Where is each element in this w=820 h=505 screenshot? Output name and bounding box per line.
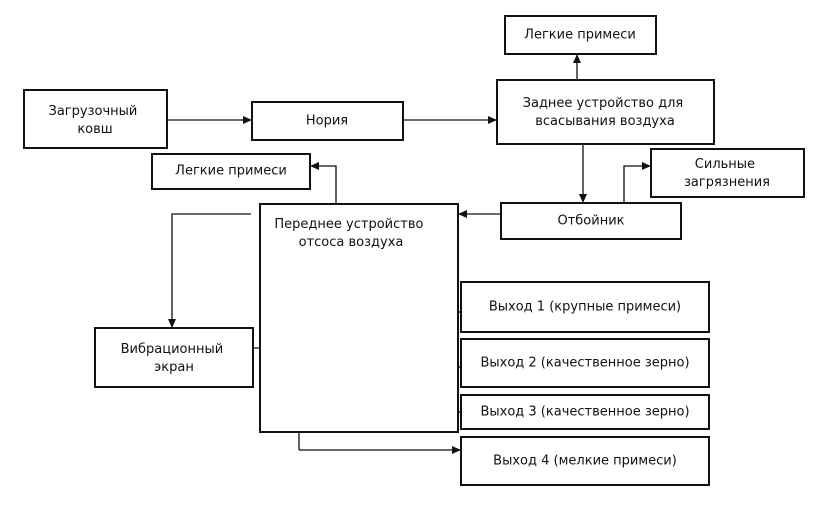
deflector-label: Отбойник <box>557 214 624 229</box>
heavy-contamination-label: Сильные загрязнения <box>684 157 770 190</box>
vibro-screen-label: Вибрационный экран <box>121 342 228 375</box>
front-suction-label: Переднее устройство отсоса воздуха <box>274 217 427 250</box>
rear-suction-box <box>496 79 715 145</box>
output-4-label: Выход 4 (мелкие примеси) <box>493 454 677 469</box>
output-4-box <box>460 436 710 486</box>
noria-label: Нория <box>306 114 348 129</box>
rear-suction-label: Заднее устройство для всасывания воздуха <box>523 96 688 129</box>
heavy-contamination-box <box>650 148 805 198</box>
output-3-box <box>460 394 710 430</box>
output-2-label: Выход 2 (качественное зерно) <box>480 356 689 371</box>
output-1-box <box>460 281 710 333</box>
output-3-label: Выход 3 (качественное зерно) <box>480 405 689 420</box>
light-impurities-top-label: Легкие примеси <box>524 28 636 43</box>
light-impurities-top-box <box>504 15 657 55</box>
deflector-box <box>500 202 682 240</box>
light-impurities-left-label: Легкие примеси <box>175 164 287 179</box>
front-suction-box <box>259 203 459 433</box>
output-2-box <box>460 338 710 388</box>
arrow-front-to-light-left <box>310 162 337 204</box>
loading-bucket-box <box>23 89 168 149</box>
arrow-front-to-vibro-screen <box>168 213 251 328</box>
loading-bucket-label: Загрузочный ковш <box>49 104 142 137</box>
vibro-screen-box <box>94 327 254 388</box>
arrow-deflector-to-heavy <box>623 162 651 205</box>
output-1-label: Выход 1 (крупные примеси) <box>489 300 681 315</box>
noria-box <box>251 101 404 141</box>
light-impurities-left-box <box>151 153 311 190</box>
